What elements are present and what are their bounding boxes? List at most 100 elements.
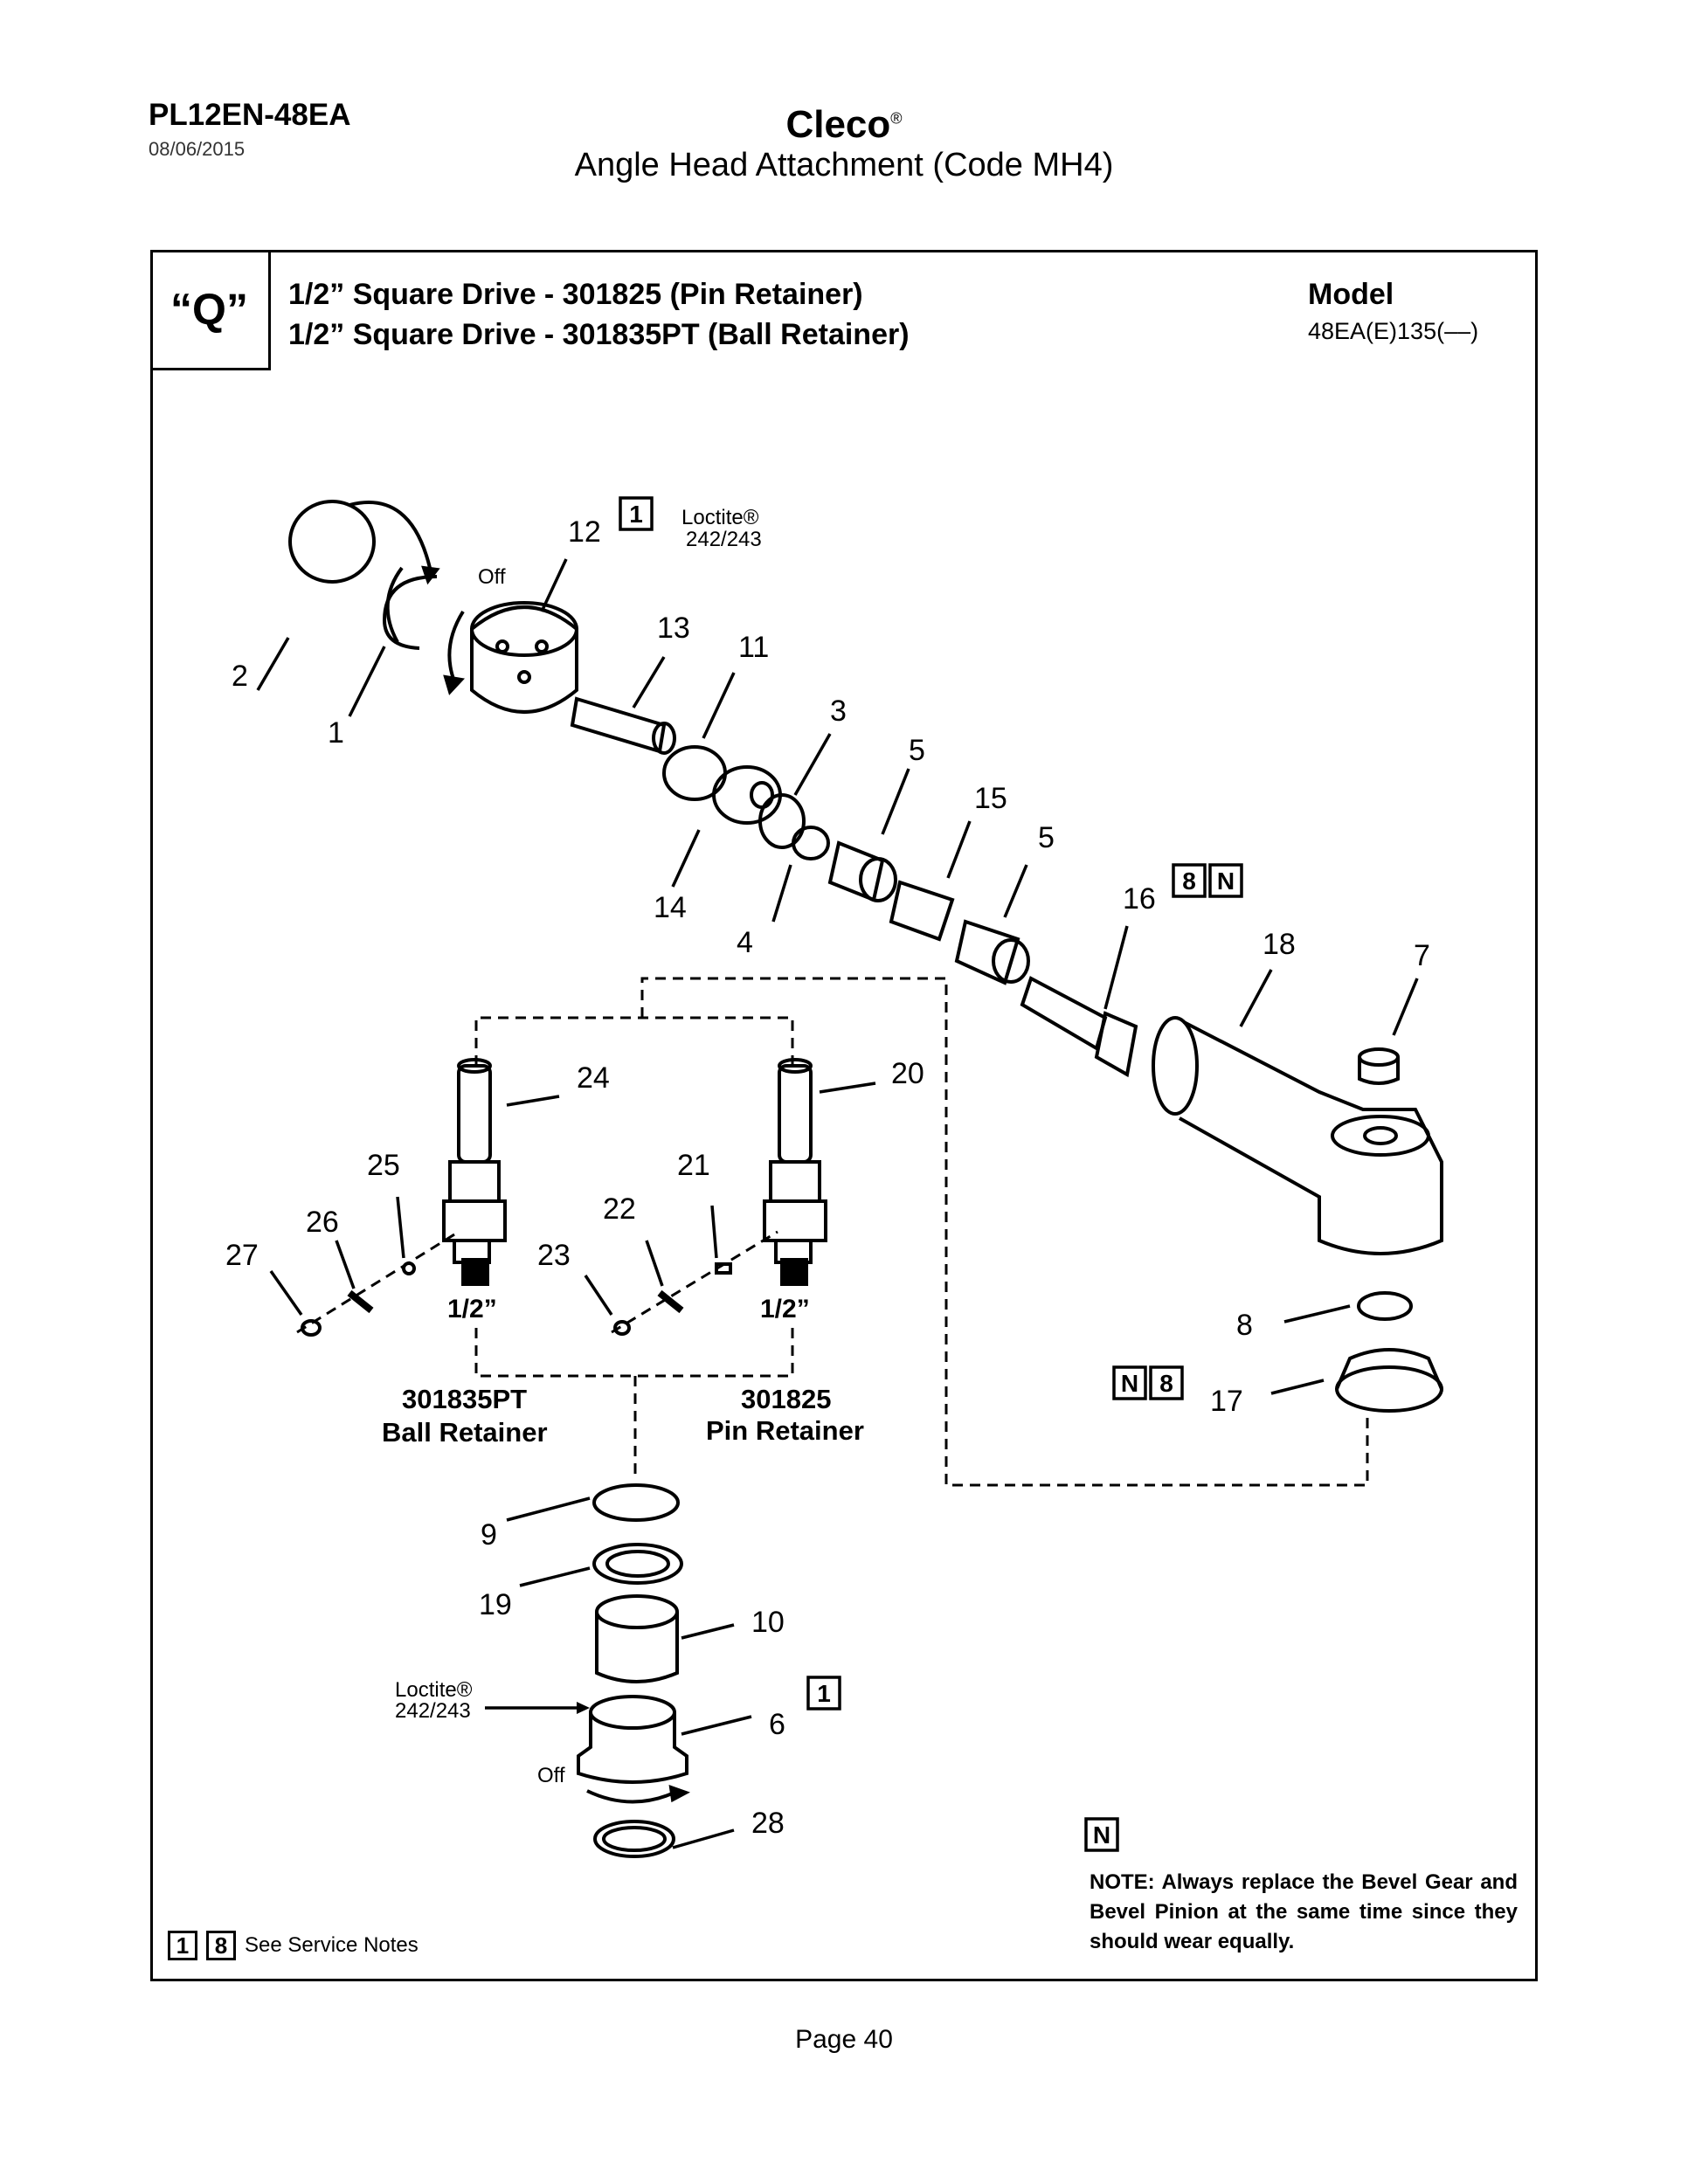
brand-title: Cleco®	[0, 103, 1688, 147]
document-title: Angle Head Attachment (Code MH4)	[574, 147, 1114, 183]
assembly-part-number: 301835PT	[402, 1384, 527, 1414]
callout-17: 16	[1123, 882, 1156, 916]
callout-5b: 5	[1038, 821, 1055, 854]
callout-18: 17	[1210, 1385, 1243, 1418]
part-angle-head	[1152, 1016, 1199, 1116]
callout-4: 4	[737, 926, 753, 959]
section-code-box: “Q”	[150, 250, 271, 370]
part-ring	[662, 745, 727, 801]
part-bevel-gear	[1335, 1365, 1443, 1413]
callout-26: 25	[367, 1149, 400, 1182]
part-needle-bearing-2	[954, 919, 1020, 985]
part-seal-ring	[593, 1820, 675, 1858]
model-label: Model	[1308, 278, 1394, 311]
note-box-item17: N	[1217, 867, 1235, 895]
callout-2: 2	[232, 660, 248, 693]
part-retaining-ring	[288, 500, 376, 584]
part-drive-pin	[778, 1064, 813, 1164]
part-snap-ring	[1357, 1291, 1413, 1321]
callout-10: 10	[751, 1606, 785, 1639]
document-id: PL12EN-48EA	[149, 98, 351, 132]
rotation-arrow	[349, 501, 432, 569]
part-sleeve	[889, 880, 955, 942]
callout-21: 20	[891, 1057, 924, 1090]
drive-line-ball: 1/2” Square Drive - 301835PT (Ball Retai…	[288, 318, 910, 351]
assembly-part-number: 301825	[741, 1384, 831, 1414]
assembly-name: Ball Retainer	[382, 1417, 548, 1448]
callout-27: 26	[306, 1206, 339, 1239]
part-thrust-bearing-2	[592, 1483, 680, 1522]
part-plug	[1358, 1047, 1400, 1067]
note-box-item13: 1	[629, 501, 643, 528]
part-bearing	[595, 1612, 679, 1683]
loctite-grade: 242/243	[395, 1699, 471, 1723]
part-spring	[347, 1289, 374, 1314]
callout-numbers: 2 1 12 13 11 3 14 4 5 15 5 16 18 7 24 20…	[225, 515, 1430, 1840]
callout-11: 28	[751, 1807, 785, 1840]
callout-15: 14	[654, 891, 687, 924]
callout-24: 23	[537, 1239, 571, 1272]
diagram-annotations: Loctite® 242/243 Off Loctite® 242/243 Of…	[382, 506, 864, 1787]
off-label: Off	[478, 565, 506, 589]
callout-8: 8	[1236, 1309, 1253, 1342]
service-box: 8	[206, 1931, 236, 1960]
part-spindle	[570, 696, 667, 754]
assembly-paths	[296, 977, 1369, 1487]
note-box-item18: 8	[1159, 1370, 1173, 1397]
document-date: 08/06/2015	[149, 138, 246, 160]
part-bevel-pinion	[1020, 976, 1108, 1052]
part-washer	[792, 826, 830, 860]
off-label: Off	[537, 1764, 565, 1787]
drive-line-pin: 1/2” Square Drive - 301825 (Pin Retainer…	[288, 278, 863, 311]
service-notes-legend: 1 8 See Service Notes	[168, 1931, 419, 1960]
callout-13: 12	[568, 515, 601, 549]
bevel-gear-note: NOTE: Always replace the Bevel Gear and …	[1090, 1870, 1518, 1953]
callout-9: 9	[481, 1518, 497, 1552]
callout-16: 15	[974, 782, 1007, 815]
part-needle-bearing	[827, 840, 885, 902]
callout-25: 24	[577, 1061, 610, 1095]
callout-1: 1	[328, 716, 344, 750]
callout-14: 13	[657, 612, 690, 645]
part-spring-2	[657, 1289, 684, 1314]
size-label: 1/2”	[447, 1295, 497, 1324]
note-box-item17: 8	[1182, 867, 1196, 895]
note-box-item18: N	[1121, 1370, 1138, 1397]
page-number: Page 40	[795, 2025, 893, 2054]
callout-7: 7	[1414, 939, 1430, 972]
callout-12: 11	[738, 631, 769, 664]
callout-20: 19	[479, 1588, 512, 1621]
part-split-ring	[382, 575, 438, 650]
part-thrust-washer	[592, 1543, 683, 1585]
loctite-label: Loctite®	[681, 506, 759, 529]
square-drive-marker	[780, 1258, 808, 1286]
service-box: 1	[168, 1931, 197, 1960]
callout-5: 5	[909, 734, 925, 767]
callout-3: 3	[830, 695, 847, 728]
callout-6: 6	[769, 1708, 785, 1741]
part-screw-2	[613, 1320, 631, 1336]
leader-lines	[256, 558, 1419, 1849]
square-drive-marker	[461, 1258, 489, 1286]
note-box-item6: 1	[817, 1680, 831, 1707]
model-value: 48EA(E)135(––)	[1308, 318, 1479, 344]
loctite-label: Loctite®	[395, 1678, 473, 1702]
loctite-grade: 242/243	[686, 528, 762, 551]
brand-mark: ®	[890, 109, 903, 128]
diagram-frame	[150, 250, 1538, 1981]
service-notes-text: See Service Notes	[245, 1933, 419, 1957]
note-boxes: 1 8 N N 8 1 N	[619, 496, 1243, 1852]
part-thrust-bearing	[758, 793, 806, 849]
part-spacer	[712, 765, 782, 825]
brand-name: Cleco	[785, 103, 891, 146]
part-housing	[470, 605, 578, 714]
part-retaining-nut	[589, 1695, 676, 1730]
assembly-name: Pin Retainer	[706, 1415, 864, 1446]
callout-19: 18	[1263, 928, 1296, 961]
section-heading: 1/2” Square Drive - 301825 (Pin Retainer…	[288, 274, 910, 355]
callout-22: 21	[677, 1149, 710, 1182]
callout-28: 27	[225, 1239, 259, 1272]
note-box-footer: N	[1093, 1821, 1110, 1849]
part-drive-ball	[457, 1064, 492, 1164]
